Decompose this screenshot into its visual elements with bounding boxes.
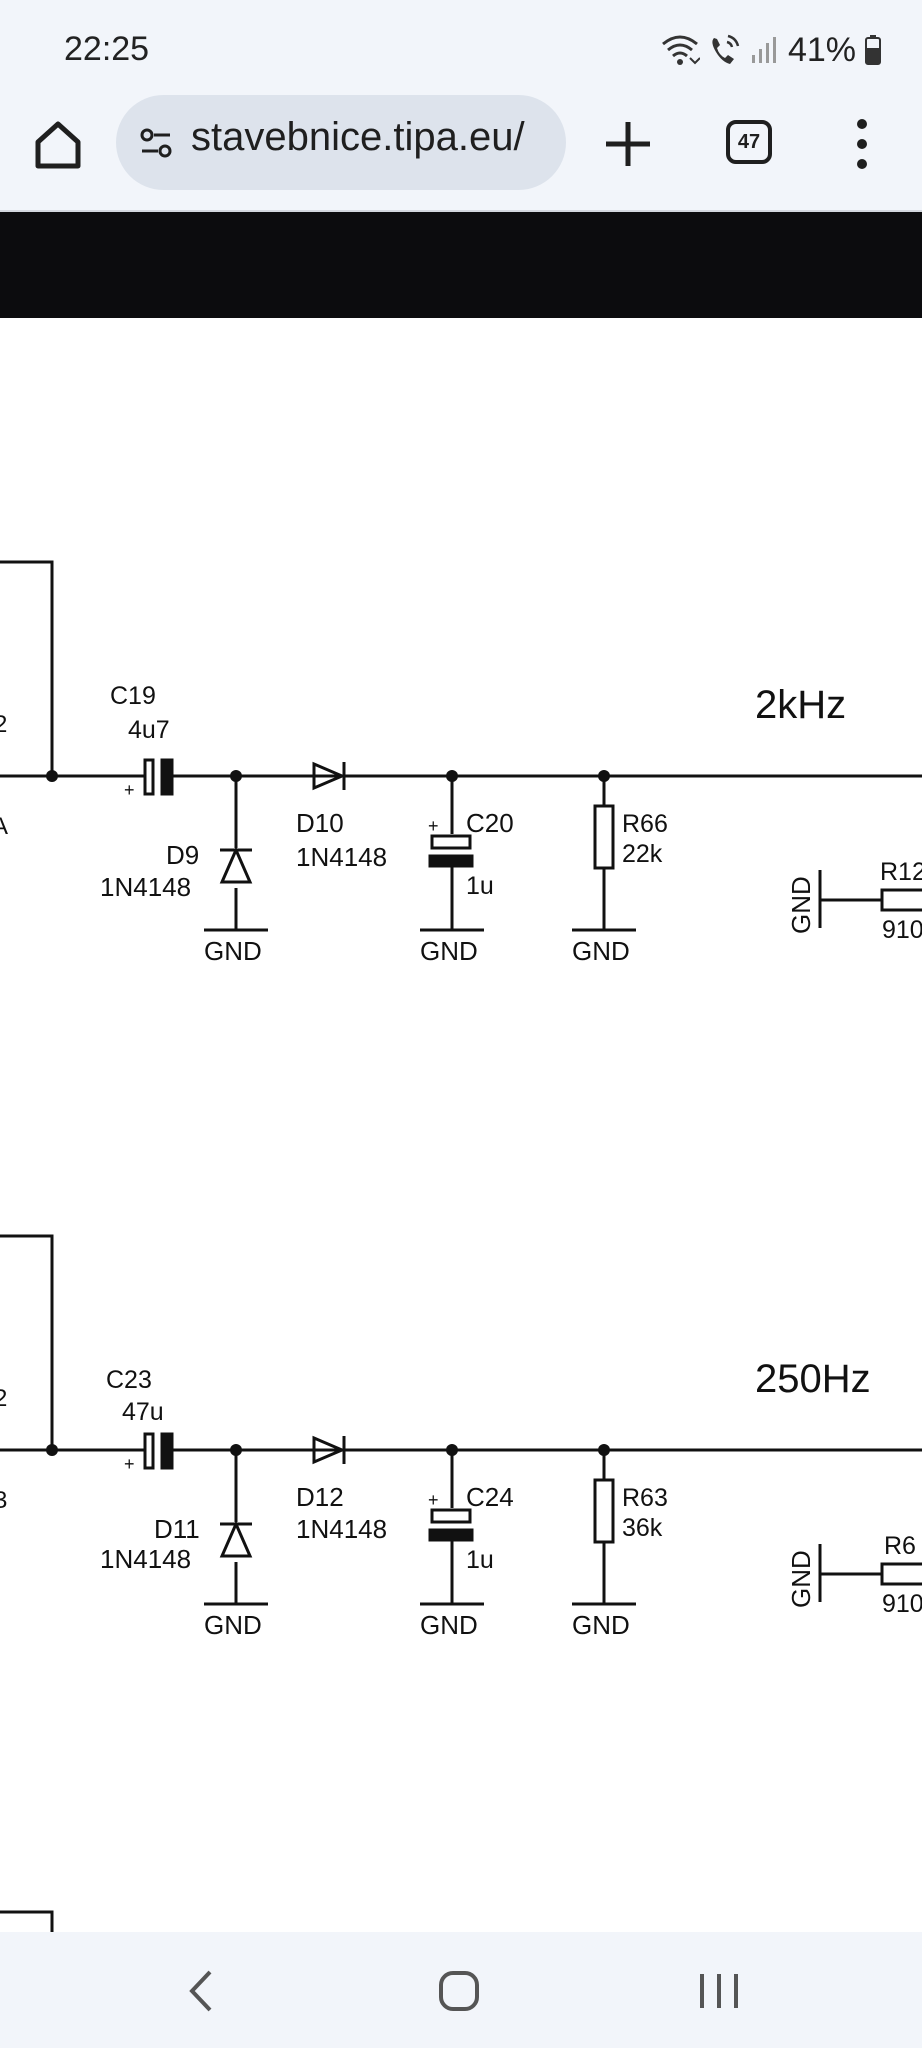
new-tab-icon[interactable] bbox=[602, 118, 654, 170]
d10-part: 1N4148 bbox=[296, 842, 387, 872]
d9-part: 1N4148 bbox=[100, 872, 191, 902]
c23-plus: + bbox=[124, 1454, 135, 1474]
r6-value: 910 bbox=[882, 1590, 922, 1618]
toolbar-divider bbox=[0, 210, 922, 212]
edge-label: 2 bbox=[0, 1385, 7, 1412]
r63-name: R63 bbox=[622, 1484, 668, 1512]
d10-name: D10 bbox=[296, 808, 344, 838]
url-text[interactable]: stavebnice.tipa.eu/ bbox=[191, 115, 525, 159]
d12-name: D12 bbox=[296, 1482, 344, 1512]
c24-value: 1u bbox=[466, 1546, 494, 1574]
phone-call-icon bbox=[712, 34, 740, 64]
r12-name: R12 bbox=[880, 858, 922, 886]
page-header-banner bbox=[0, 212, 922, 318]
battery-icon bbox=[865, 35, 881, 65]
edge-label: 2 bbox=[0, 711, 7, 738]
schematic-wires bbox=[0, 560, 922, 1932]
edge-label: 3 bbox=[0, 1487, 7, 1514]
tabs-icon[interactable]: 47 bbox=[726, 120, 772, 164]
more-menu-icon[interactable] bbox=[842, 114, 882, 174]
gnd-label: GND bbox=[204, 936, 262, 966]
home-circle-icon[interactable] bbox=[424, 1956, 494, 2026]
gnd-label: GND bbox=[572, 936, 630, 966]
tab-count: 47 bbox=[737, 130, 761, 153]
address-bar[interactable]: stavebnice.tipa.eu/ bbox=[116, 95, 566, 190]
c24-plus: + bbox=[428, 1490, 439, 1510]
home-icon[interactable] bbox=[28, 114, 88, 174]
r6-name: R6 bbox=[884, 1532, 916, 1560]
c20-name: C20 bbox=[466, 808, 514, 838]
d11-name: D11 bbox=[154, 1514, 200, 1544]
c23-value: 47u bbox=[122, 1398, 164, 1426]
r63-value: 36k bbox=[622, 1514, 663, 1542]
d12-part: 1N4148 bbox=[296, 1514, 387, 1544]
site-settings-icon[interactable] bbox=[138, 125, 174, 161]
edge-label: A bbox=[0, 813, 8, 840]
status-time: 22:25 bbox=[64, 30, 150, 68]
gnd-label: GND bbox=[572, 1610, 630, 1640]
battery-percent: 41% bbox=[787, 30, 856, 69]
c19-value: 4u7 bbox=[128, 716, 170, 744]
wifi-calling-icon bbox=[661, 35, 700, 65]
circuit-schematic: 2 A 2kHz C19 4u7 + D9 1N4148 D10 1N4148 … bbox=[0, 560, 922, 1932]
c20-value: 1u bbox=[466, 872, 494, 900]
gnd-label: GND bbox=[420, 936, 478, 966]
back-icon[interactable] bbox=[166, 1956, 236, 2026]
r12-value: 910 bbox=[882, 916, 922, 944]
d11-part: 1N4148 bbox=[100, 1544, 191, 1574]
frequency-label: 250Hz bbox=[755, 1357, 871, 1401]
frequency-label: 2kHz bbox=[755, 683, 846, 727]
gnd-label: GND bbox=[204, 1610, 262, 1640]
d9-name: D9 bbox=[166, 840, 199, 870]
r66-value: 22k bbox=[622, 840, 663, 868]
recent-apps-icon[interactable] bbox=[684, 1956, 754, 2026]
signal-icon bbox=[751, 37, 776, 63]
c23-name: C23 bbox=[106, 1366, 152, 1394]
gnd-label: GND bbox=[420, 1610, 478, 1640]
junction-dots bbox=[46, 770, 610, 1456]
system-nav-bar bbox=[0, 1932, 922, 2048]
r66-name: R66 bbox=[622, 810, 668, 838]
c19-plus: + bbox=[124, 780, 135, 800]
gnd-label-rotated: GND bbox=[786, 876, 816, 934]
gnd-label-rotated: GND bbox=[786, 1550, 816, 1608]
status-bar: 22:25 41% bbox=[0, 0, 922, 100]
c19-name: C19 bbox=[110, 682, 156, 710]
browser-toolbar: stavebnice.tipa.eu/ 47 bbox=[0, 95, 922, 212]
c24-name: C24 bbox=[466, 1482, 514, 1512]
c20-plus: + bbox=[428, 816, 439, 836]
status-icons: 41% bbox=[660, 28, 882, 72]
